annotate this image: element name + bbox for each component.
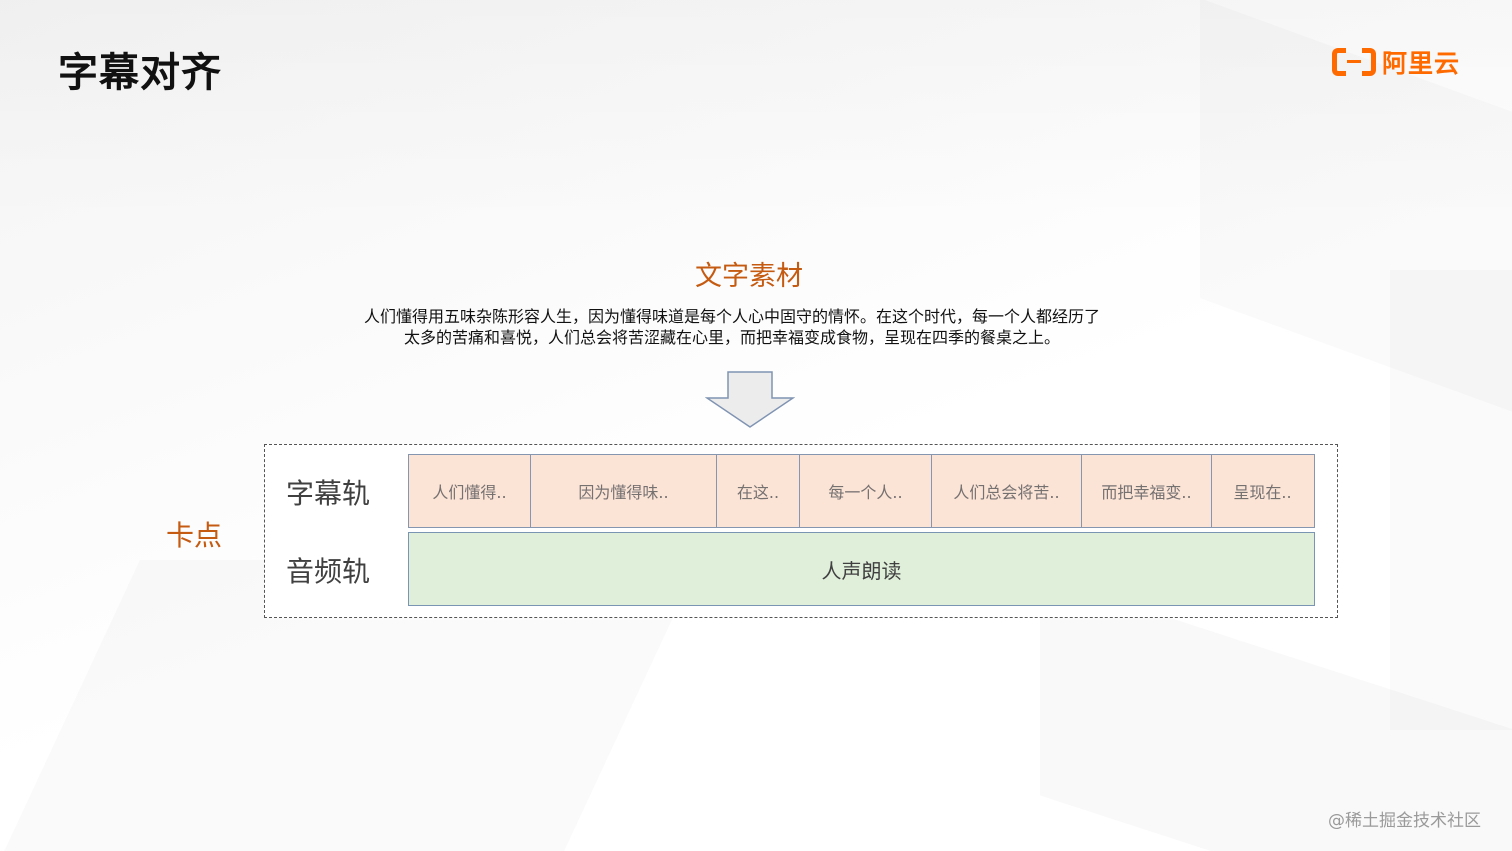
subtitle-clip: 人们总会将苦.. (932, 455, 1082, 527)
subtitle-clip: 因为懂得味.. (531, 455, 717, 527)
page-title: 字幕对齐 (58, 50, 222, 96)
logo-text: 阿里云 (1382, 49, 1461, 78)
audio-track-clip: 人声朗读 (408, 532, 1315, 606)
audio-track-label: 音频轨 (286, 555, 371, 588)
aliyun-bracket-logo-icon (1332, 48, 1376, 76)
background-shape (0, 0, 1512, 230)
subtitle-clip: 呈现在.. (1233, 483, 1292, 502)
background-shape (1390, 270, 1512, 730)
subtitle-track-label: 字幕轨 (286, 477, 371, 510)
subtitle-clip: 每一个人.. (800, 455, 932, 527)
source-text-paragraph: 人们懂得用五味杂陈形容人生，因为懂得味道是每个人心中固守的情怀。在这个时代，每一… (300, 306, 1164, 348)
paragraph-line-1: 人们懂得用五味杂陈形容人生，因为懂得味道是每个人心中固守的情怀。在这个时代，每一… (363, 307, 1100, 326)
audio-clip-label: 人声朗读 (821, 558, 902, 583)
section-title: 文字素材 (695, 261, 803, 292)
aliyun-logo: 阿里云 (1332, 44, 1460, 80)
down-arrow-icon (705, 371, 795, 428)
subtitle-clip: 而把幸福变.. (1082, 455, 1212, 527)
subtitle-clip: 人们懂得.. (409, 455, 531, 527)
subtitle-track: 人们懂得.. 因为懂得味.. 在这.. 每一个人.. 人们总会将苦.. 而把幸福… (408, 454, 1315, 528)
sync-point-label: 卡点 (166, 519, 223, 552)
paragraph-line-2: 太多的苦痛和喜悦，人们总会将苦涩藏在心里，而把幸福变成食物，呈现在四季的餐桌之上… (403, 328, 1060, 347)
watermark: @稀土掘金技术社区 (1328, 811, 1481, 831)
subtitle-clip: 在这.. (717, 455, 800, 527)
